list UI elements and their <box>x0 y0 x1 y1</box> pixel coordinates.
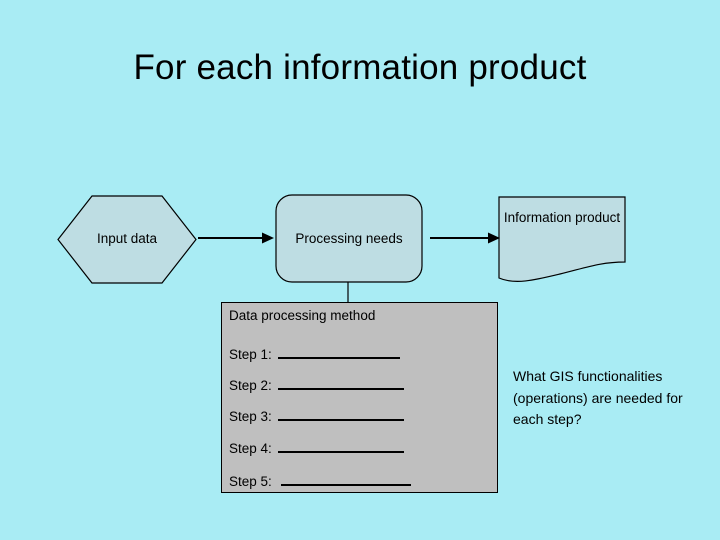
step-row[interactable]: Step 4: <box>229 438 404 456</box>
step-row[interactable]: Step 1: <box>229 344 400 362</box>
step-label: Step 5: <box>229 474 272 489</box>
shape-label-input-data: Input data <box>96 231 158 246</box>
gis-functionalities-question: What GIS functionalities (operations) ar… <box>513 368 683 427</box>
step-blank-field[interactable] <box>277 438 404 453</box>
step-label: Step 1: <box>229 347 272 362</box>
method-panel-heading: Data processing method <box>229 308 376 323</box>
arrow-to-information-product <box>430 232 500 244</box>
step-blank-field[interactable] <box>277 406 404 421</box>
step-label: Step 2: <box>229 378 272 393</box>
step-row[interactable]: Step 5: <box>229 471 411 489</box>
step-label: Step 4: <box>229 441 272 456</box>
shape-label-processing-needs: Processing needs <box>295 231 403 246</box>
data-processing-method-panel[interactable] <box>221 302 498 493</box>
step-label: Step 3: <box>229 409 272 424</box>
step-blank-field[interactable] <box>277 344 400 359</box>
shape-label-information-product: Information product <box>503 210 621 225</box>
step-row[interactable]: Step 2: <box>229 375 404 393</box>
step-blank-field[interactable] <box>280 471 411 486</box>
step-row[interactable]: Step 3: <box>229 406 404 424</box>
arrow-input-to-processing <box>198 232 274 244</box>
page-title: For each information product <box>133 48 587 87</box>
step-blank-field[interactable] <box>277 375 404 390</box>
